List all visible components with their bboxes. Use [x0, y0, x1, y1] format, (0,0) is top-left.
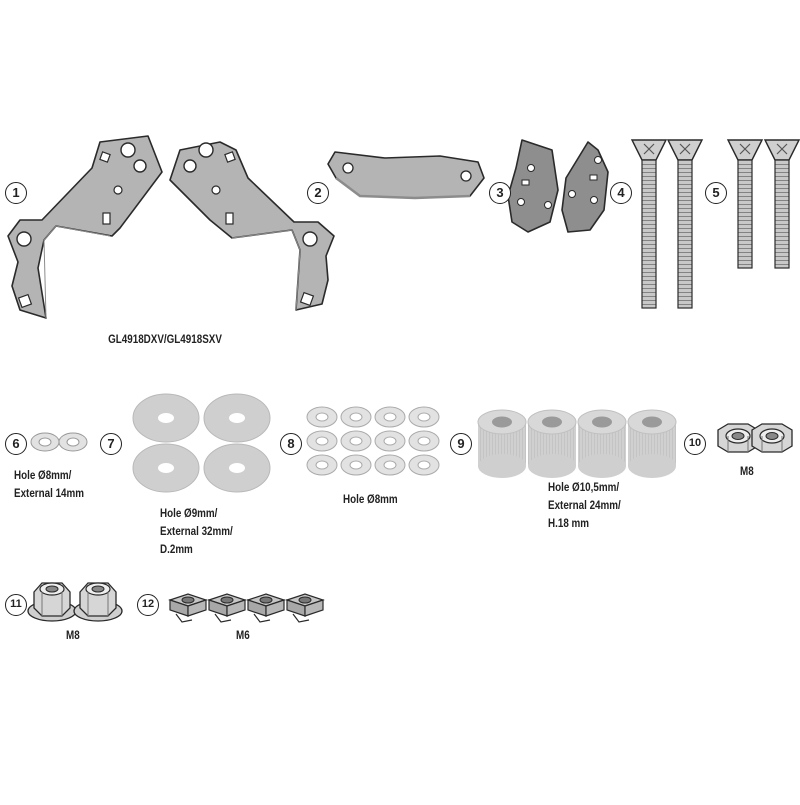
- small-washer: [306, 454, 338, 476]
- cage-nut: [207, 593, 247, 623]
- large-washer: [132, 443, 200, 493]
- part-11-label: M8: [66, 626, 80, 644]
- cage-nuts: [168, 593, 325, 623]
- small-washer: [408, 454, 440, 476]
- cage-nut: [285, 593, 325, 623]
- part-8-label: Hole Ø8mm: [343, 490, 398, 508]
- part-number-4: 4: [610, 182, 632, 204]
- spacer: [527, 409, 577, 478]
- part-number-3: 3: [489, 182, 511, 204]
- part-7-label-line-3: D.2mm: [160, 542, 193, 556]
- part-number-5: 5: [705, 182, 727, 204]
- small-washer: [340, 430, 372, 452]
- mounting-plate: [327, 151, 485, 200]
- cage-nut: [246, 593, 286, 623]
- part-number-8: 8: [280, 433, 302, 455]
- small-washer: [306, 406, 338, 428]
- small-washer: [306, 430, 338, 452]
- spacer: [477, 409, 527, 478]
- part-number-2: 2: [307, 182, 329, 204]
- flange-nut: [27, 582, 77, 622]
- small-washer: [340, 406, 372, 428]
- flange-nut: [73, 582, 123, 622]
- large-washer: [203, 443, 271, 493]
- part-12-label-line-1: M6: [236, 628, 250, 642]
- short-bolt: [763, 139, 800, 269]
- small-washer: [58, 432, 88, 452]
- part-7-label-line-1: Hole Ø9mm/: [160, 506, 218, 520]
- small-washer: [408, 430, 440, 452]
- bracket-right: [169, 141, 335, 311]
- small-washer: [408, 406, 440, 428]
- small-plate-right: [561, 141, 609, 233]
- part-number-6: 6: [5, 433, 27, 455]
- short-bolt: [726, 139, 764, 269]
- part-6-label-line-2: External 14mm: [14, 486, 85, 500]
- part-number-10: 10: [684, 433, 706, 455]
- part-8-label-line-1: Hole Ø8mm: [343, 492, 398, 506]
- hex-nut: [751, 423, 793, 453]
- bracket-left: [7, 135, 163, 319]
- hex-nut: [717, 423, 759, 453]
- part-number-9: 9: [450, 433, 472, 455]
- part-11-label-line-1: M8: [66, 628, 80, 642]
- small-washer: [374, 430, 406, 452]
- part-10-label-line-1: M8: [740, 464, 754, 478]
- part-number-7: 7: [100, 433, 122, 455]
- part-6-label: Hole Ø8mm/ External 14mm: [14, 466, 84, 502]
- spacer: [577, 409, 627, 478]
- large-washer: [132, 393, 200, 443]
- small-washer: [374, 454, 406, 476]
- part-9-label-line-3: H.18 mm: [548, 516, 590, 530]
- cage-nut: [168, 593, 208, 623]
- part-number-1: 1: [5, 182, 27, 204]
- spacer: [627, 409, 677, 478]
- small-washer: [30, 432, 60, 452]
- bracket-code-label: GL4918DXV/GL4918SXV: [108, 332, 222, 346]
- spacers: [477, 409, 677, 478]
- part-9-label-line-1: Hole Ø10,5mm/: [548, 480, 620, 494]
- long-bolt: [630, 139, 668, 309]
- part-9-label-line-2: External 24mm/: [548, 498, 621, 512]
- part-6-label-line-1: Hole Ø8mm/: [14, 468, 72, 482]
- part-9-label: Hole Ø10,5mm/ External 24mm/ H.18 mm: [548, 478, 621, 532]
- long-bolt: [666, 139, 704, 309]
- part-7-label-line-2: External 32mm/: [160, 524, 233, 538]
- part-12-label: M6: [236, 626, 250, 644]
- part-7-label: Hole Ø9mm/ External 32mm/ D.2mm: [160, 504, 233, 558]
- washer-grid: [306, 406, 440, 476]
- small-washer: [374, 406, 406, 428]
- small-washer: [340, 454, 372, 476]
- part-number-11: 11: [5, 594, 27, 616]
- part-number-12: 12: [137, 594, 159, 616]
- part-10-label: M8: [740, 462, 754, 480]
- large-washer: [203, 393, 271, 443]
- small-plate-left: [507, 139, 559, 233]
